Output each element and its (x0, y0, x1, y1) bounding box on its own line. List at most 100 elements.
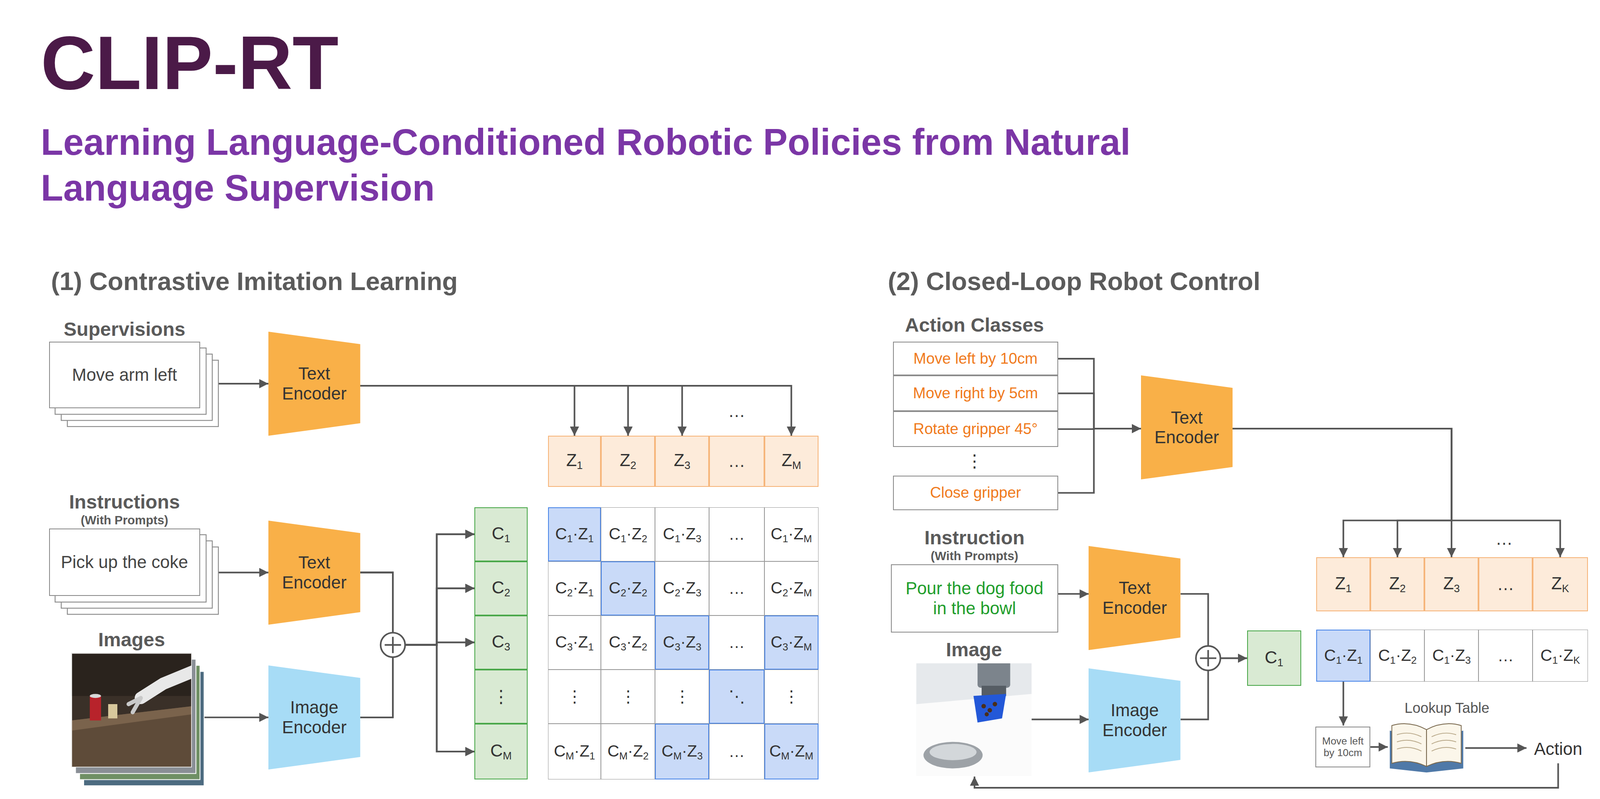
photo-bowl-inside (929, 744, 977, 761)
text-part: C (662, 578, 675, 597)
photo-can-top (89, 693, 102, 698)
text-part: Z (793, 524, 804, 543)
text-part: C (491, 577, 505, 598)
text-holder: Z3 (1425, 558, 1478, 611)
encoder-fill (268, 520, 361, 625)
text-part: C (555, 632, 567, 651)
text-holder: Close gripper (893, 476, 1058, 510)
box-label: Move right by 5cm (912, 384, 1038, 402)
text-holder: Image Encoder (268, 665, 361, 770)
box-label: Pick up the coke (60, 552, 189, 573)
text-part: C (608, 578, 621, 597)
text-part: Z (673, 450, 685, 470)
connector-arrow (360, 572, 475, 752)
subscript: 1 (782, 533, 789, 545)
box-label: C3 (491, 631, 511, 654)
context-embedding: CM (474, 723, 528, 780)
matrix-cell: … (709, 723, 765, 780)
text-holder: Z2 (1371, 558, 1424, 611)
cell-text: ⋱ (728, 686, 745, 707)
ellipsis: ⋮ (965, 450, 984, 472)
cell-text: CM·ZM (769, 741, 814, 762)
text-holder: Image Encoder (1088, 668, 1181, 773)
box-label: Move left by 10cm (1318, 735, 1368, 759)
cell-text: … (728, 578, 745, 598)
matrix-cell: ⋮ (654, 669, 710, 724)
book-page (1391, 723, 1427, 767)
subscript: 1 (589, 750, 596, 762)
cell-text: CM·Z1 (553, 741, 596, 762)
label-box: Action Classes (905, 313, 1045, 338)
subscript: 2 (1399, 582, 1406, 595)
box-label: Text Encoder (278, 552, 350, 593)
leader-arrow (1465, 746, 1527, 749)
cell-text: … (728, 632, 745, 653)
subscript: 3 (695, 586, 702, 598)
matrix-cell: … (1478, 629, 1533, 682)
encoder-fill (1088, 545, 1181, 650)
cell-text: C2·Z2 (608, 577, 648, 599)
text-part: C (1264, 647, 1278, 668)
text-part: · (1395, 645, 1402, 665)
text-part: Z (577, 632, 588, 651)
matrix-cell: C2·Z3 (654, 561, 710, 616)
matrix-cell: CM·Z3 (654, 723, 710, 780)
connector-arrow (1058, 393, 1142, 429)
cell-text: C1·Z1 (555, 523, 594, 545)
box-label: Move left by 10cm (913, 349, 1038, 368)
text-holder: ZK (1533, 558, 1587, 611)
text-part: Z (781, 450, 792, 470)
matrix-cell: C2·Z1 (548, 561, 602, 616)
book-page (1426, 723, 1462, 767)
subscript: 1 (1356, 654, 1363, 666)
heading-block: Images (10, 628, 254, 652)
text-part: Z (619, 450, 631, 470)
encoder-fill (1141, 375, 1233, 480)
text-part: Z (566, 450, 577, 470)
connector-arrow (1031, 718, 1089, 721)
text-holder: Rotate gripper 45° (893, 411, 1058, 447)
connector-arrow (360, 642, 475, 718)
text-encoder: Text Encoder (268, 331, 361, 436)
ellipsis: … (728, 400, 746, 422)
subscript: 1 (1345, 582, 1352, 595)
text-part: ⋮ (674, 687, 691, 706)
photo-food (981, 703, 986, 709)
photo-gripper (128, 697, 141, 712)
text-holder: Text Encoder (1088, 545, 1181, 650)
text-holder: C1 (1247, 631, 1301, 685)
connector-arrow (1058, 358, 1142, 429)
matrix-cell: C3·ZM (764, 615, 819, 670)
group-heading: Action Classes (905, 313, 1045, 338)
cell-text: C1·ZK (1540, 645, 1581, 667)
encoder-fill (1088, 668, 1181, 773)
cell-text: … (728, 524, 745, 544)
subscript: 2 (567, 586, 574, 598)
text-holder: C2 (475, 562, 527, 615)
subscript: 2 (620, 586, 627, 598)
photo-robot-arm (140, 669, 198, 699)
text-part: · (574, 741, 580, 760)
matrix-cell: ⋮ (548, 669, 602, 724)
camera-image: Image (916, 663, 1032, 776)
context-embedding: C3 (474, 615, 528, 670)
subscript: 2 (1411, 654, 1417, 666)
context-embedding: ⋮ (474, 669, 528, 724)
box-label: Text Encoder (278, 363, 350, 404)
text-holder: Text Encoder (268, 331, 361, 436)
text-holder: Pour the dog food in the bowl (891, 565, 1058, 632)
cell-text: C1·Z2 (1378, 645, 1417, 667)
subscript: 1 (576, 459, 583, 472)
text-holder: Text Encoder (268, 520, 361, 625)
text-holder: Z3 (655, 436, 709, 487)
text-part: Z (577, 578, 588, 597)
text-part: Z (685, 524, 696, 543)
subscript: 1 (1335, 654, 1342, 666)
text-embedding: Z3 (654, 435, 710, 487)
text-part: · (626, 524, 632, 543)
subscript: M (502, 749, 512, 762)
cell-text: … (728, 741, 745, 762)
photo-bg (71, 652, 192, 768)
matrix-cell: ⋮ (600, 669, 655, 724)
matrix-cell: … (709, 615, 765, 670)
